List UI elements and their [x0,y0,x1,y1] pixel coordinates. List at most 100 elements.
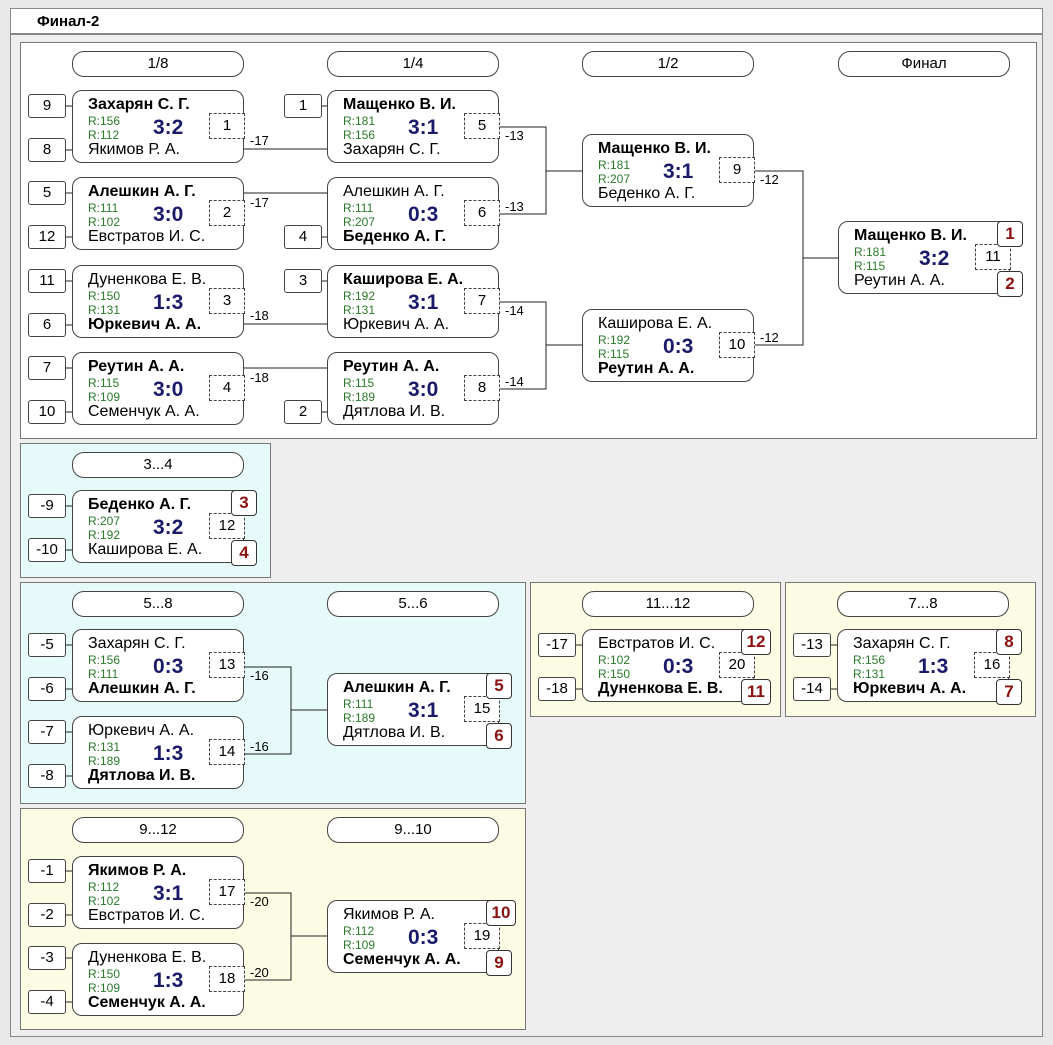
player-2: Юркевич А. А. [343,316,450,333]
rating-1: R:111 [88,201,119,215]
page-title: Финал-2 [37,13,100,30]
match-score: 1:3 [153,742,184,765]
match-number: 18 [209,966,245,992]
seed-box: 3 [284,269,322,293]
rating-1: R:115 [88,376,120,390]
match-score: 3:2 [919,247,950,270]
seed-box: -18 [538,677,576,701]
round-header-5-8: 5...8 [72,591,244,617]
match-score: 3:1 [408,291,439,314]
rating-2: R:109 [343,938,376,952]
player-1: Дуненкова Е. В. [88,271,207,288]
match-card-14[interactable]: Юркевич А. А. R:131 R:189 1:3 14 Дятлова… [72,716,245,789]
match-number: 11 [975,244,1011,270]
match-card-9[interactable]: Мащенко В. И. R:181 R:207 3:1 9 Беденко … [582,134,755,207]
match-card-12[interactable]: Беденко А. Г. R:207 R:192 3:2 12 Каширов… [72,490,245,563]
player-2: Семенчук А. А. [343,951,461,968]
match-number: 6 [464,200,500,226]
rating-1: R:112 [88,880,120,894]
match-score: 3:0 [153,378,184,401]
round-header-7-8: 7...8 [837,591,1009,617]
round-header-11-12: 11...12 [582,591,754,617]
rating-1: R:112 [343,924,375,938]
match-card-20[interactable]: Евстратов И. С. R:102 R:150 0:3 20 Дунен… [582,629,755,702]
match-number: 4 [209,375,245,401]
place-badge: 12 [741,629,771,655]
seed-box: -10 [28,538,66,562]
match-card-10[interactable]: Каширова Е. А. R:192 R:115 0:3 10 Реутин… [582,309,755,382]
seed-box: 1 [284,94,322,118]
place-badge: 2 [997,271,1023,297]
player-2: Дятлова И. В. [343,403,446,420]
player-1: Якимов Р. А. [88,862,187,879]
player-1: Якимов Р. А. [343,906,435,923]
match-score: 3:2 [153,516,184,539]
rating-1: R:181 [598,158,631,172]
rating-1: R:181 [854,245,887,259]
match-card-4[interactable]: Реутин А. А. R:115 R:109 3:0 4 Семенчук … [72,352,245,425]
player-2: Дятлова И. В. [88,767,196,784]
player-1: Захарян С. Г. [88,96,190,113]
match-card-1[interactable]: Захарян С. Г. R:156 R:112 3:2 1 Якимов Р… [72,90,245,163]
round-header-1-2: 1/2 [582,51,754,77]
match-score: 3:1 [408,699,439,722]
rating-1: R:150 [88,289,121,303]
match-card-15[interactable]: Алешкин А. Г. R:111 R:189 3:1 15 Дятлова… [327,673,500,746]
match-card-11[interactable]: Мащенко В. И. R:181 R:115 3:2 11 Реутин … [838,221,1011,294]
seed-box: -2 [28,903,66,927]
seed-box: 2 [284,400,322,424]
place-badge: 11 [741,679,771,705]
rating-2: R:102 [88,894,121,908]
rating-1: R:156 [88,114,121,128]
match-number: 15 [464,696,500,722]
rating-1: R:111 [343,201,374,215]
place-badge: 1 [997,221,1023,247]
match-card-7[interactable]: Каширова Е. А. R:192 R:131 3:1 7 Юркевич… [327,265,500,338]
match-card-6[interactable]: Алешкин А. Г. R:111 R:207 0:3 6 Беденко … [327,177,500,250]
match-card-18[interactable]: Дуненкова Е. В. R:150 R:109 1:3 18 Семен… [72,943,245,1016]
rating-2: R:109 [88,390,121,404]
seed-box: -3 [28,946,66,970]
match-card-19[interactable]: Якимов Р. А. R:112 R:109 0:3 19 Семенчук… [327,900,500,973]
match-number: 2 [209,200,245,226]
seed-box: -8 [28,764,66,788]
rating-1: R:115 [343,376,375,390]
rating-2: R:131 [343,303,376,317]
match-score: 0:3 [408,203,439,226]
rating-2: R:189 [88,754,121,768]
rating-2: R:150 [598,667,631,681]
player-1: Алешкин А. Г. [343,183,445,200]
round-header-3-4: 3...4 [72,452,244,478]
match-card-17[interactable]: Якимов Р. А. R:112 R:102 3:1 17 Евстрато… [72,856,245,929]
match-card-2[interactable]: Алешкин А. Г. R:111 R:102 3:0 2 Евстрато… [72,177,245,250]
place-badge: 4 [231,540,257,566]
match-card-8[interactable]: Реутин А. А. R:115 R:189 3:0 8 Дятлова И… [327,352,500,425]
seed-box: -17 [538,633,576,657]
player-2: Дятлова И. В. [343,724,446,741]
round-header-final: Финал [838,51,1010,77]
match-score: 3:1 [153,882,184,905]
rating-2: R:156 [343,128,376,142]
match-score: 0:3 [153,655,184,678]
match-card-3[interactable]: Дуненкова Е. В. R:150 R:131 1:3 3 Юркеви… [72,265,245,338]
match-score: 0:3 [663,335,694,358]
seed-box: 9 [28,94,66,118]
rating-1: R:156 [853,653,886,667]
player-2: Юркевич А. А. [88,316,202,333]
match-card-13[interactable]: Захарян С. Г. R:156 R:111 0:3 13 Алешкин… [72,629,245,702]
rating-1: R:150 [88,967,121,981]
seed-box: 10 [28,400,66,424]
rating-1: R:192 [598,333,631,347]
player-1: Мащенко В. И. [343,96,456,113]
place-badge: 5 [486,673,512,699]
round-header-5-6: 5...6 [327,591,499,617]
player-1: Алешкин А. Г. [343,679,451,696]
rating-1: R:111 [343,697,374,711]
match-card-5[interactable]: Мащенко В. И. R:181 R:156 3:1 5 Захарян … [327,90,500,163]
place-badge: 10 [486,900,516,926]
player-2: Якимов Р. А. [88,141,180,158]
rating-2: R:207 [343,215,376,229]
player-2: Захарян С. Г. [343,141,441,158]
rating-2: R:131 [853,667,886,681]
match-card-16[interactable]: Захарян С. Г. R:156 R:131 1:3 16 Юркевич… [837,629,1010,702]
